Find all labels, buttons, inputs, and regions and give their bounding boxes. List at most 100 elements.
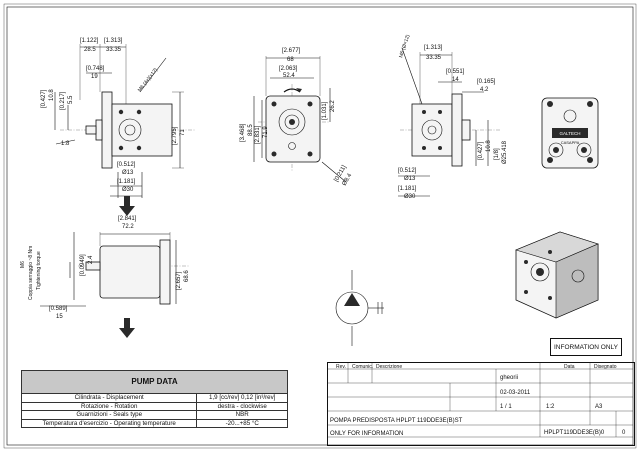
right-dim-13: Ø13	[404, 176, 416, 182]
left-dim-0512: [0.512]	[117, 162, 136, 168]
left-dim-30: Ø30	[122, 187, 134, 193]
seals-value: NBR	[196, 410, 288, 420]
right-dim-0551: [0.551]	[446, 69, 465, 75]
top-dim-2841: [2.841]	[118, 216, 137, 222]
sheet-border	[3, 3, 637, 449]
information-only-box: INFORMATION ONLY	[550, 338, 622, 356]
torque-label-m6: M6	[20, 261, 26, 268]
right-dim-18: [1/8]	[494, 148, 500, 160]
front-dim-524: 52.4	[283, 73, 295, 79]
left-dim-285: 28.5	[84, 47, 96, 53]
front-dim-1031: [1.031]	[322, 101, 328, 120]
sheet-number: 1 / 1	[500, 404, 512, 410]
table-row: Temperatura d'esercizio - Operating temp…	[20, 418, 288, 428]
front-dim-885: 88.5	[248, 124, 254, 136]
logo-subtext: CASAPPA	[561, 140, 580, 145]
revision-number: 0	[622, 430, 626, 436]
right-dim-0165: [0.165]	[477, 79, 496, 85]
left-dim-1181: [1.181]	[117, 179, 136, 185]
pump-data-title: PUMP DATA	[21, 370, 288, 394]
description-header: Descrizione	[376, 364, 403, 370]
left-side-view: [1.122] 28.5 [1.313] 33.35 [0.748] 19 [0…	[41, 38, 195, 198]
table-row: Rotazione - Rotation destra - clockwise	[20, 401, 288, 411]
drawing-code: HPLPT119DDE3E(B)0	[544, 430, 605, 436]
left-dim-19: 19	[91, 74, 98, 80]
top-dim-686: 68.6	[184, 270, 190, 282]
right-dim-3335: 33.35	[426, 55, 442, 61]
right-side-view: M6 (Ø×12) [1.313] 33.35 [0.551] 14 [0.16…	[398, 34, 508, 200]
top-dim-0589: [0.589]	[49, 306, 68, 312]
front-dim-2831: [2.831]	[255, 125, 261, 144]
front-dim-2063: [2.063]	[279, 66, 298, 72]
back-view: GALTECH CASAPPA	[541, 97, 599, 169]
left-dim-0748: [0.748]	[86, 66, 105, 72]
right-dim-1313: [1.313]	[424, 45, 443, 51]
front-dim-3468: [3.468]	[240, 123, 246, 142]
drawn-by-header: Disegnato	[594, 364, 617, 370]
right-dim-14: 14	[452, 77, 459, 83]
left-dim-71: 71	[180, 129, 186, 136]
front-dim-2677: [2.677]	[282, 48, 301, 54]
left-dim-0427: [0.427]	[41, 89, 47, 108]
pump-data-table: PUMP DATA Cilindrata - Displacement 1,9 …	[20, 370, 288, 428]
right-dim-108: 10.8	[486, 140, 492, 152]
left-dim-thread: M6 (4x)(x12)	[137, 67, 159, 93]
left-dim-0217: [0.217]	[60, 91, 66, 110]
front-dim-262: 26.2	[330, 100, 336, 112]
description-en: ONLY FOR INFORMATION	[330, 431, 404, 437]
left-dim-55: 5.5	[68, 95, 74, 104]
displacement-value: 1,9 [cc/rev] 0,12 [in³/rev]	[196, 393, 288, 403]
title-block-grid	[327, 362, 633, 438]
right-dim-30: Ø30	[404, 194, 416, 200]
front-dim-68: 68	[287, 57, 294, 63]
left-dim-chamfer: 1:8	[61, 141, 70, 147]
temperature-label: Temperatura d'esercizio - Operating temp…	[20, 418, 198, 428]
isometric-pump-view	[515, 231, 599, 319]
brand-logo-plate	[552, 128, 588, 138]
left-dim-3335: 33.35	[106, 47, 122, 53]
flow-arrow-down	[119, 318, 135, 338]
top-dim-15: 15	[56, 314, 63, 320]
comunic-header: Comunic.	[352, 364, 374, 370]
displacement-label: Cilindrata - Displacement	[20, 393, 198, 403]
table-row: Cilindrata - Displacement 1,9 [cc/rev] 0…	[20, 393, 288, 403]
top-dim-24: 2.4	[88, 255, 94, 264]
sheet-format: A3	[595, 404, 603, 410]
seals-label: Guarnizioni - Seals type	[20, 410, 198, 420]
front-dim-719: 71.9	[263, 126, 269, 138]
sheet-frame	[6, 6, 634, 446]
left-dim-1313: [1.313]	[104, 38, 123, 44]
rotation-label: Rotazione - Rotation	[20, 401, 198, 411]
top-dim-722: 72.2	[122, 224, 134, 230]
temperature-value: -20...+85 °C	[196, 418, 288, 428]
hydraulic-pump-symbol	[335, 270, 384, 346]
left-dim-2795: [2.795]	[172, 126, 178, 145]
right-dim-0427: [0.427]	[478, 141, 484, 160]
table-row: Guarnizioni - Seals type NBR	[20, 410, 288, 420]
description-it: POMPA PREDISPOSTA HPLPT 119DDE3E(B)ST	[330, 418, 463, 424]
torque-label-en: Tightening torque	[36, 251, 42, 290]
rotation-value: destra - clockwise	[196, 401, 288, 411]
title-block: Rev. Comunic. Descrizione Data Disegnato…	[327, 362, 635, 446]
top-view: [2.841] 72.2 [0.0949] 2.4 [2.657] 68.6 […	[20, 216, 190, 320]
left-dim-1122: [1.122]	[80, 38, 99, 44]
right-dim-42: 4.2	[480, 87, 489, 93]
logo-text: GALTECH	[560, 131, 581, 136]
right-dim-25418: Ø25.418	[502, 140, 508, 164]
date-header: Data	[564, 364, 575, 370]
left-dim-108: 10.8	[49, 89, 55, 101]
rev-header: Rev.	[336, 364, 346, 370]
drawing-date: 02-03-2011	[500, 390, 531, 396]
drawing-scale: 1:2	[546, 404, 555, 410]
designer-name: gheorii	[500, 375, 519, 381]
right-dim-1181: [1.181]	[398, 186, 417, 192]
top-dim-2657: [2.657]	[176, 271, 182, 290]
right-dim-0512: [0.512]	[398, 168, 417, 174]
flow-arrow-up	[119, 196, 135, 216]
right-dim-thread: M6 (Ø×12)	[398, 34, 411, 59]
left-dim-13: Ø13	[122, 170, 134, 176]
torque-label-it: Coppia serraggio ~8 Nm	[28, 246, 34, 300]
front-view: [2.677] 68 [2.063] 52.4 [1.031] 26.2 [3.…	[240, 48, 354, 187]
top-dim-00949: [0.0949]	[80, 254, 86, 276]
